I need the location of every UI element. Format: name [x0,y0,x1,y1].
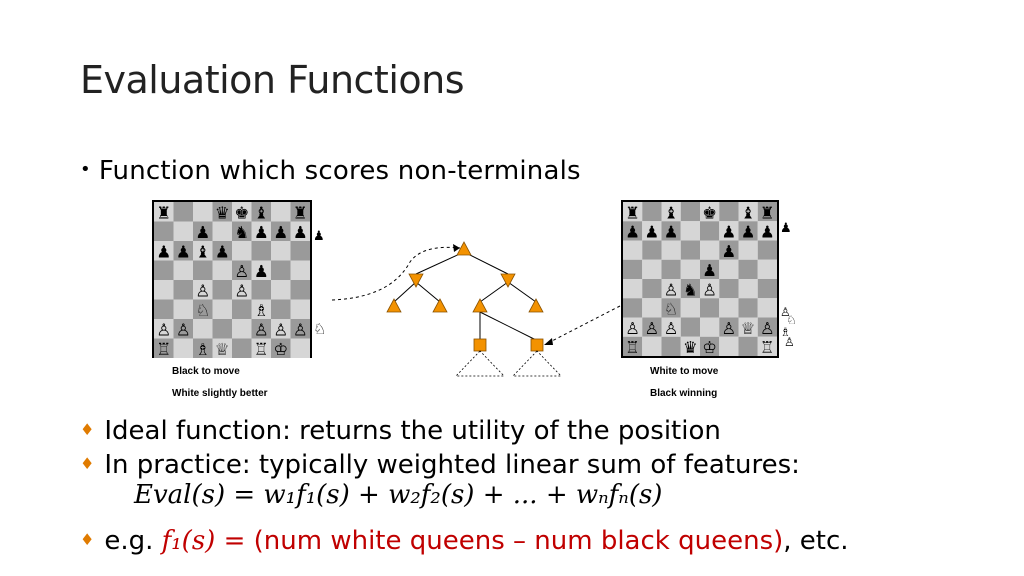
svg-text:♚: ♚ [702,203,717,222]
right-side-pieces: ♟ ♙ ♘ ♗ ♙ [780,221,797,349]
svg-text:♘: ♘ [195,301,210,320]
leaf-node-2 [530,338,544,352]
left-dashed-arrow [331,246,461,301]
leaf-node-1 [473,338,487,352]
svg-text:♟: ♟ [156,243,171,262]
svg-text:♙: ♙ [156,321,171,340]
subbullet-practice-text: In practice: typically weighted linear s… [104,450,800,480]
min-node-right [500,273,516,288]
svg-text:♟: ♟ [254,223,269,242]
svg-text:♙: ♙ [664,280,679,299]
svg-text:♘: ♘ [313,320,326,336]
svg-text:♙: ♙ [234,262,249,281]
svg-text:♔: ♔ [702,338,717,357]
svg-text:♟: ♟ [313,229,325,244]
svg-text:♘: ♘ [786,313,797,327]
right-caption-1: White to move [650,366,719,377]
svg-text:♟: ♟ [645,223,660,242]
svg-text:♟: ♟ [702,261,717,280]
svg-text:♙: ♙ [645,319,660,338]
svg-text:♟: ♟ [741,223,756,242]
svg-text:♟: ♟ [780,221,792,236]
svg-text:♝: ♝ [664,203,679,222]
left-caption-2: White slightly better [172,388,268,399]
svg-text:♜: ♜ [156,204,171,223]
svg-text:♜: ♜ [760,203,775,222]
subbullet-example: ♦ e.g. f₁(s) = (num white queens – num bl… [80,526,849,556]
svg-text:♙: ♙ [760,319,775,338]
example-suffix: , etc. [783,526,849,556]
svg-text:♙: ♙ [273,321,288,340]
example-definition: = (num white queens – num black queens) [215,526,784,556]
svg-text:♔: ♔ [273,340,288,358]
svg-text:♙: ♙ [625,319,640,338]
svg-text:♞: ♞ [234,223,249,242]
svg-text:♙: ♙ [780,305,791,319]
svg-text:♜: ♜ [625,203,640,222]
game-tree-diagram [331,241,621,377]
left-side-pieces: ♟ ♘ [313,229,326,336]
left-caption-1: Black to move [172,366,240,377]
diamond-bullet-icon: ♦ [80,420,95,439]
svg-text:♟: ♟ [195,223,210,242]
svg-text:♟: ♟ [215,243,230,262]
svg-text:♟: ♟ [293,223,308,242]
svg-text:♙: ♙ [722,319,737,338]
svg-text:♝: ♝ [254,204,269,223]
diamond-bullet-icon: ♦ [80,530,95,549]
bullet-dot: • [80,159,91,180]
svg-text:♙: ♙ [195,282,210,301]
svg-text:♗: ♗ [780,325,791,339]
svg-text:♗: ♗ [195,340,210,358]
svg-text:♟: ♟ [722,223,737,242]
svg-text:♕: ♕ [741,319,756,338]
left-chess-board: ♜♛♚♝♜♟♞♟♟♟♟♟♝♟♙♟♙♙♘♗♙♙♙♙♙♖♗♕♖♔ [152,200,312,358]
subbullet-ideal: ♦ Ideal function: returns the utility of … [80,416,721,446]
svg-text:♖: ♖ [760,338,775,357]
right-dashed-arrow [545,305,621,345]
min-node-left [408,273,424,288]
right-caption-2: Black winning [650,388,718,399]
example-prefix: e.g. [104,526,162,556]
svg-text:♘: ♘ [664,300,679,319]
main-bullet-text: Function which scores non-terminals [98,156,581,186]
svg-text:♟: ♟ [273,223,288,242]
diamond-bullet-icon: ♦ [80,454,95,473]
svg-text:♙: ♙ [784,335,795,349]
svg-text:♞: ♞ [683,280,698,299]
main-bullet: • Function which scores non-terminals [80,156,581,186]
svg-text:♛: ♛ [215,204,230,223]
svg-text:♟: ♟ [176,243,191,262]
svg-text:♟: ♟ [625,223,640,242]
svg-text:♟: ♟ [722,242,737,261]
svg-text:♙: ♙ [293,321,308,340]
svg-text:♙: ♙ [234,282,249,301]
root-max-node [456,241,472,256]
subbullet-practice: ♦ In practice: typically weighted linear … [80,450,800,480]
example-function: f₁(s) [161,526,216,556]
right-chess-board: ♜♝♚♝♜♟♟♟♟♟♟♟♟♙♞♙♘♙♙♙♙♕♙♖♛♔♖ [621,200,779,358]
svg-text:♕: ♕ [215,340,230,358]
page-title: Evaluation Functions [80,58,465,102]
eval-formula: Eval(s) = w₁f₁(s) + w₂f₂(s) + ... + wₙfₙ… [134,480,663,510]
svg-text:♚: ♚ [234,204,249,223]
svg-text:♙: ♙ [176,321,191,340]
svg-text:♙: ♙ [702,280,717,299]
svg-text:♝: ♝ [195,243,210,262]
svg-text:♛: ♛ [683,338,698,357]
svg-text:♗: ♗ [254,301,269,320]
svg-text:♟: ♟ [760,223,775,242]
svg-text:♖: ♖ [156,340,171,358]
svg-text:♖: ♖ [625,338,640,357]
svg-text:♙: ♙ [254,321,269,340]
subbullet-ideal-text: Ideal function: returns the utility of t… [104,416,721,446]
svg-text:♝: ♝ [741,203,756,222]
svg-text:♟: ♟ [254,262,269,281]
svg-text:♟: ♟ [664,223,679,242]
svg-text:♜: ♜ [293,204,308,223]
svg-text:♖: ♖ [254,340,269,358]
svg-text:♙: ♙ [664,319,679,338]
